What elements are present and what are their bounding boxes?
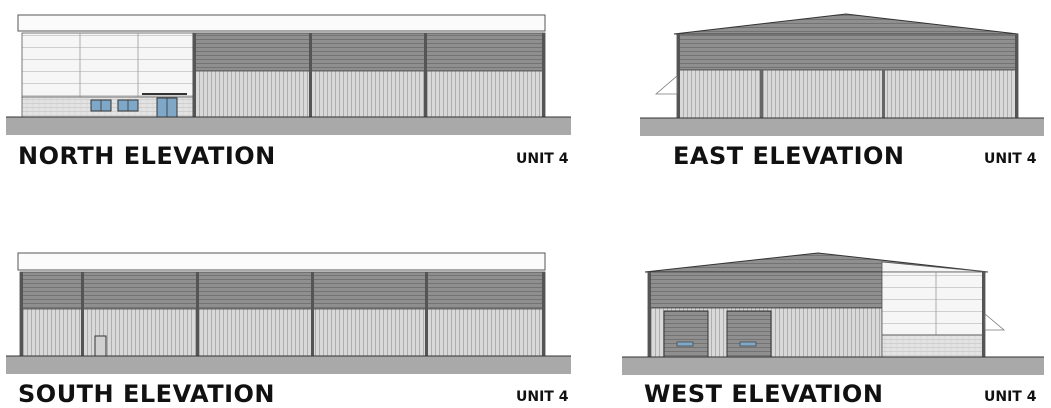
west-elevation-drawing [622, 252, 1044, 375]
south-unit-label: UNIT 4 [516, 389, 569, 405]
north-elevation-drawing [6, 14, 571, 135]
north-parapet [17, 14, 546, 32]
west-office-cladding [881, 271, 986, 336]
north-canopy [142, 93, 187, 95]
south-elevation-title: SOUTH ELEVATION [18, 380, 276, 408]
south-parapet [17, 252, 546, 271]
west-upper-cladding [647, 271, 883, 309]
west-canopy [984, 313, 1006, 331]
east-canopy [654, 75, 678, 95]
east-lower-cladding [676, 69, 1019, 119]
west-unit-label: UNIT 4 [984, 389, 1037, 405]
west-office-gable [881, 261, 989, 273]
west-elevation-title: WEST ELEVATION [644, 380, 884, 408]
north-office-cladding [21, 32, 194, 98]
west-loading-door [663, 310, 709, 358]
east-upper-cladding [676, 33, 1019, 71]
south-upper-cladding [19, 271, 546, 310]
east-elevation-title: EAST ELEVATION [673, 142, 905, 170]
south-lower-cladding [19, 308, 546, 357]
east-unit-label: UNIT 4 [984, 151, 1037, 167]
north-upper-cladding [192, 32, 546, 72]
east-roof-gable [673, 13, 1019, 35]
east-elevation-drawing [640, 13, 1044, 136]
south-elevation-drawing [6, 252, 571, 374]
north-ground [6, 117, 571, 135]
south-personnel-door [94, 335, 107, 357]
east-ground [640, 118, 1044, 136]
west-loading-door [726, 310, 772, 358]
west-door-vision-panel [676, 341, 694, 347]
south-ground [6, 356, 571, 374]
north-elevation-title: NORTH ELEVATION [18, 142, 276, 170]
west-door-vision-panel [739, 341, 757, 347]
north-lower-cladding [192, 70, 546, 118]
north-unit-label: UNIT 4 [516, 151, 569, 167]
west-ground [622, 357, 1044, 375]
west-brick-plinth [881, 334, 986, 358]
